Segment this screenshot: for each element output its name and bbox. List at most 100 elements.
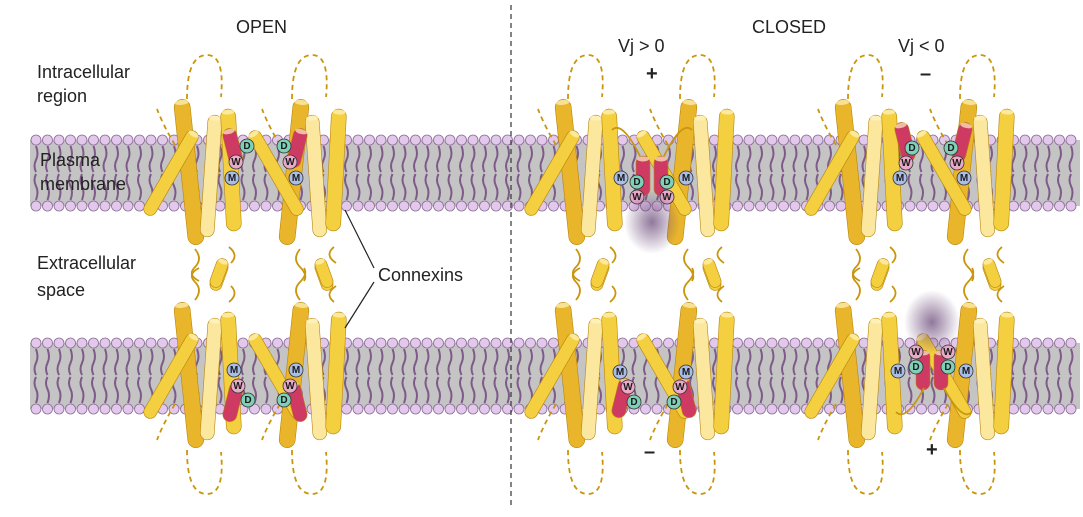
residue-m-marker: M [890,363,906,379]
residue-letter: D [908,143,915,154]
helix-back [692,114,716,238]
helix-outer [173,302,205,448]
helix-outer [834,302,866,448]
residue-w-marker: W [620,379,636,395]
residue-w-marker: W [949,155,965,171]
residue-w-marker: W [672,379,688,395]
helix-back [972,317,996,441]
residue-m-marker: M [226,362,242,378]
residue-letter: M [616,367,624,378]
open-label: OPEN [236,17,287,37]
helix-outer [834,99,866,245]
helix-front [601,108,623,232]
connexin-channels: DWMDWMMWDMWDMDWDWMMWDMWDDWMDWMWDMWDM [143,54,1015,495]
residue-w-marker: W [282,378,298,394]
closed-vj-positive-connexin-1 [524,54,623,291]
residue-letter: M [894,366,902,377]
residue-letter: D [280,141,287,152]
residue-letter: W [623,382,633,393]
residue-d-marker: D [904,140,920,156]
helix-extracellular [870,258,890,288]
open-connexin-1 [143,54,242,291]
residue-letter: W [911,347,921,358]
helix-outer [173,99,205,245]
residue-d-marker: D [940,359,956,375]
residue-m-marker: M [678,170,694,186]
helix-back [972,114,996,238]
residue-d-marker: D [943,140,959,156]
helix-diagonal [524,333,580,419]
closed-pore-plug-bottom [904,290,960,354]
minus-sign-bottom: – [644,441,655,463]
plus-sign-bottom: + [926,439,938,461]
residue-m-marker: M [958,363,974,379]
residue-d-marker: D [240,392,256,408]
residue-letter: M [896,173,904,184]
residue-letter: D [670,397,677,408]
residue-d-marker: D [908,359,924,375]
residue-d-marker: D [276,392,292,408]
helix-back [199,114,223,238]
connexins-pointer [344,209,375,329]
residue-letter: D [280,395,287,406]
residue-letter: W [901,158,911,169]
minus-sign-top: – [920,63,931,85]
residue-d-marker: D [666,394,682,410]
residue-letter: W [943,347,953,358]
helix-back [199,317,223,441]
helix-back [304,317,328,441]
helix-outer [554,99,586,245]
helix-diagonal [524,130,580,216]
residue-letter: D [243,141,250,152]
residue-letter: D [663,177,670,188]
residue-w-marker: W [228,154,244,170]
residue-letter: D [244,395,251,406]
residue-letter: M [962,366,970,377]
residue-letter: M [292,173,300,184]
residue-w-marker: W [898,155,914,171]
connexins-label: Connexins [378,265,463,285]
residue-letter: M [682,173,690,184]
closed-label: CLOSED [752,17,826,37]
helix-back [860,317,884,441]
residue-d-marker: D [629,174,645,190]
helix-front [325,311,347,435]
residue-letter: W [285,157,295,168]
extracellular-label-line2: space [37,280,85,300]
helix-front [713,311,735,435]
helix-front [220,108,242,232]
residue-m-marker: M [288,170,304,186]
residue-letter: W [285,381,295,392]
residue-d-marker: D [276,138,292,154]
helix-diagonal [804,130,860,216]
helix-diagonal [916,130,972,216]
helix-front [993,108,1015,232]
helix-back [580,317,604,441]
plasma-label-line1: Plasma [40,150,101,170]
residue-letter: W [233,381,243,392]
residue-letter: M [230,365,238,376]
residue-d-marker: D [659,174,675,190]
residue-d-marker: D [626,394,642,410]
residue-m-marker: M [612,364,628,380]
extracellular-label-line1: Extracellular [37,253,136,273]
helix-extracellular [702,258,722,288]
plus-sign-top: + [646,63,658,85]
helix-back [860,114,884,238]
residue-letter: M [617,173,625,184]
helix-extracellular [982,258,1002,288]
residue-m-marker: M [224,170,240,186]
intracellular-label-line1: Intracellular [37,62,130,82]
helix-extracellular [314,258,334,288]
helix-diagonal [143,130,199,216]
residue-m-marker: M [678,364,694,380]
intracellular-label-line2: region [37,86,87,106]
helix-back [304,114,328,238]
residue-m-marker: M [288,362,304,378]
helix-extracellular [209,258,229,288]
residue-m-marker: M [956,170,972,186]
helix-outer [554,302,586,448]
plasma-label-line2: membrane [40,174,126,194]
